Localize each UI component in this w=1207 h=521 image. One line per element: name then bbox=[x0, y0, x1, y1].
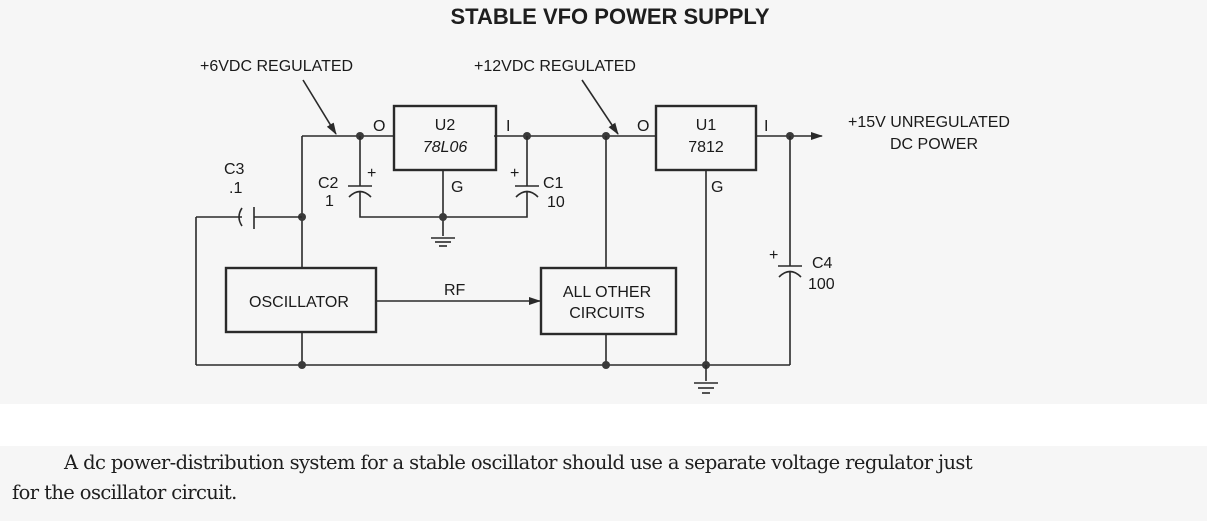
c1-ref: C1 bbox=[543, 175, 564, 192]
c2-ref: C2 bbox=[318, 175, 339, 192]
junction bbox=[602, 361, 610, 369]
wire-c1-bottom bbox=[522, 191, 528, 218]
arrow-12v-pointer bbox=[581, 79, 619, 135]
ground-icon bbox=[431, 237, 455, 247]
spacer bbox=[0, 404, 1207, 446]
regulator-u1 bbox=[654, 104, 758, 172]
u2-pin-in: I bbox=[506, 118, 510, 135]
c4-value: 100 bbox=[808, 276, 835, 293]
junction bbox=[298, 361, 306, 369]
label-12vdc-regulated: +12VDC REGULATED bbox=[474, 58, 636, 75]
u1-pin-in: I bbox=[764, 118, 768, 135]
c1-value: 10 bbox=[547, 194, 565, 211]
other-circuits-label-2: CIRCUITS bbox=[569, 305, 645, 322]
u1-ref: U1 bbox=[696, 117, 717, 134]
caption-line-2: for the oscillator circuit. bbox=[12, 481, 237, 504]
u1-pin-gnd: G bbox=[711, 179, 723, 196]
u2-part: 78L06 bbox=[423, 139, 468, 156]
caption-band bbox=[0, 446, 1207, 521]
oscillator-label: OSCILLATOR bbox=[249, 294, 349, 311]
u2-pin-out: O bbox=[373, 118, 385, 135]
c2-polarity: + bbox=[367, 165, 376, 182]
schematic-svg: STABLE VFO POWER SUPPLY +6VDC REGULATED … bbox=[195, 4, 1010, 394]
ground-icon bbox=[694, 382, 718, 394]
c3-plate-curved bbox=[238, 207, 243, 227]
u1-part: 7812 bbox=[688, 139, 724, 156]
diagram-title: STABLE VFO POWER SUPPLY bbox=[450, 4, 769, 29]
c1-polarity: + bbox=[510, 165, 519, 182]
other-circuits-label-1: ALL OTHER bbox=[563, 284, 651, 301]
c3-ref: C3 bbox=[224, 161, 245, 178]
label-dc-power: DC POWER bbox=[890, 136, 978, 153]
u1-pin-out: O bbox=[637, 118, 649, 135]
junction bbox=[439, 213, 447, 221]
oscillator-block bbox=[224, 266, 378, 334]
caption-line-1: A dc power-distribution system for a sta… bbox=[64, 451, 973, 474]
arrow-6v-pointer bbox=[302, 79, 337, 135]
c4-ref: C4 bbox=[812, 255, 833, 272]
c4-polarity: + bbox=[769, 247, 778, 264]
label-6vdc-regulated: +6VDC REGULATED bbox=[200, 58, 353, 75]
regulator-u2 bbox=[392, 104, 498, 172]
schematic-figure bbox=[0, 0, 1207, 404]
c2-value: 1 bbox=[325, 193, 334, 210]
wire-c2-bottom bbox=[359, 191, 522, 218]
u2-ref: U2 bbox=[435, 117, 456, 134]
other-circuits-block bbox=[539, 266, 678, 336]
figure-caption: A dc power-distribution system for a sta… bbox=[12, 448, 1207, 508]
c3-value: .1 bbox=[229, 180, 242, 197]
rf-label: RF bbox=[444, 282, 466, 299]
u2-pin-gnd: G bbox=[451, 179, 463, 196]
label-15v-unregulated: +15V UNREGULATED bbox=[848, 114, 1010, 131]
